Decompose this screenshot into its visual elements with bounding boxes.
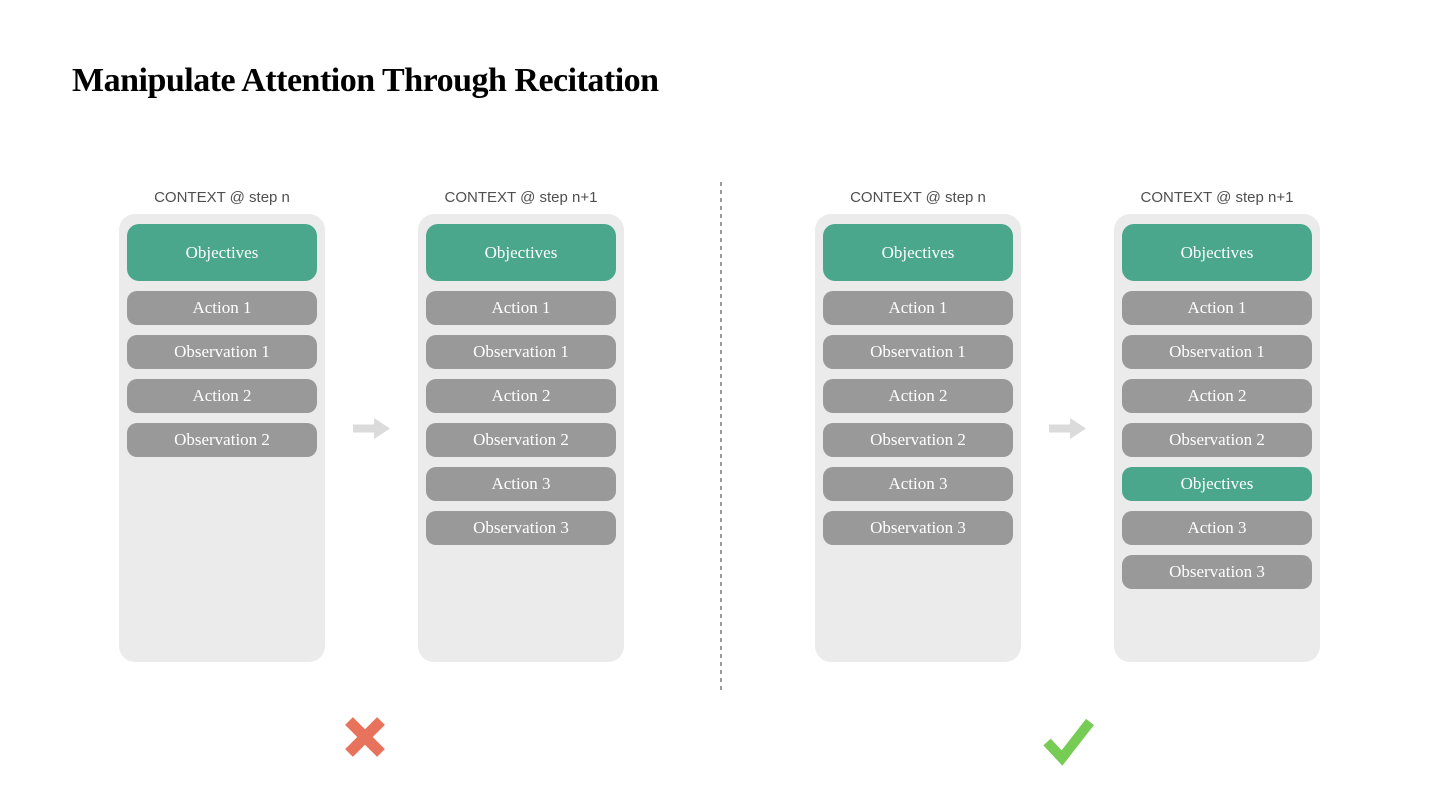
cross-icon <box>341 713 389 761</box>
check-icon <box>1042 714 1095 767</box>
context-block-step: Action 1 <box>127 291 317 325</box>
arrow-right-icon <box>1049 417 1087 440</box>
context-block-objectives: Objectives <box>823 224 1013 281</box>
dashed-divider-line <box>720 182 722 690</box>
context-block-step: Observation 1 <box>1122 335 1312 369</box>
context-label: CONTEXT @ step n <box>154 189 290 206</box>
context-block-step: Observation 2 <box>1122 423 1312 457</box>
context-block-objectives: Objectives <box>426 224 616 281</box>
context-block-step: Observation 1 <box>823 335 1013 369</box>
context-block-step: Observation 3 <box>426 511 616 545</box>
context-block-objectives: Objectives <box>127 224 317 281</box>
page-title: Manipulate Attention Through Recitation <box>72 62 659 99</box>
context-label: CONTEXT @ step n+1 <box>1140 189 1294 206</box>
context-label: CONTEXT @ step n+1 <box>444 189 598 206</box>
context-block-step: Action 2 <box>1122 379 1312 413</box>
context-block-step: Action 3 <box>823 467 1013 501</box>
context-block-step: Observation 1 <box>426 335 616 369</box>
context-block-step: Observation 2 <box>127 423 317 457</box>
context-block-step: Action 3 <box>1122 511 1312 545</box>
context-block-step: Observation 3 <box>823 511 1013 545</box>
context-block-step: Action 1 <box>426 291 616 325</box>
context-block-step: Action 2 <box>127 379 317 413</box>
context-block-step: Observation 1 <box>127 335 317 369</box>
context-block-step: Observation 2 <box>426 423 616 457</box>
context-block-step: Action 1 <box>823 291 1013 325</box>
arrow-right-icon <box>353 417 391 440</box>
context-block-step: Observation 3 <box>1122 555 1312 589</box>
context-block-step: Action 2 <box>426 379 616 413</box>
context-label: CONTEXT @ step n <box>850 189 986 206</box>
context-block-objectives: Objectives <box>1122 467 1312 501</box>
context-block-step: Action 1 <box>1122 291 1312 325</box>
context-block-step: Action 3 <box>426 467 616 501</box>
context-block-step: Observation 2 <box>823 423 1013 457</box>
context-block-objectives: Objectives <box>1122 224 1312 281</box>
context-block-step: Action 2 <box>823 379 1013 413</box>
